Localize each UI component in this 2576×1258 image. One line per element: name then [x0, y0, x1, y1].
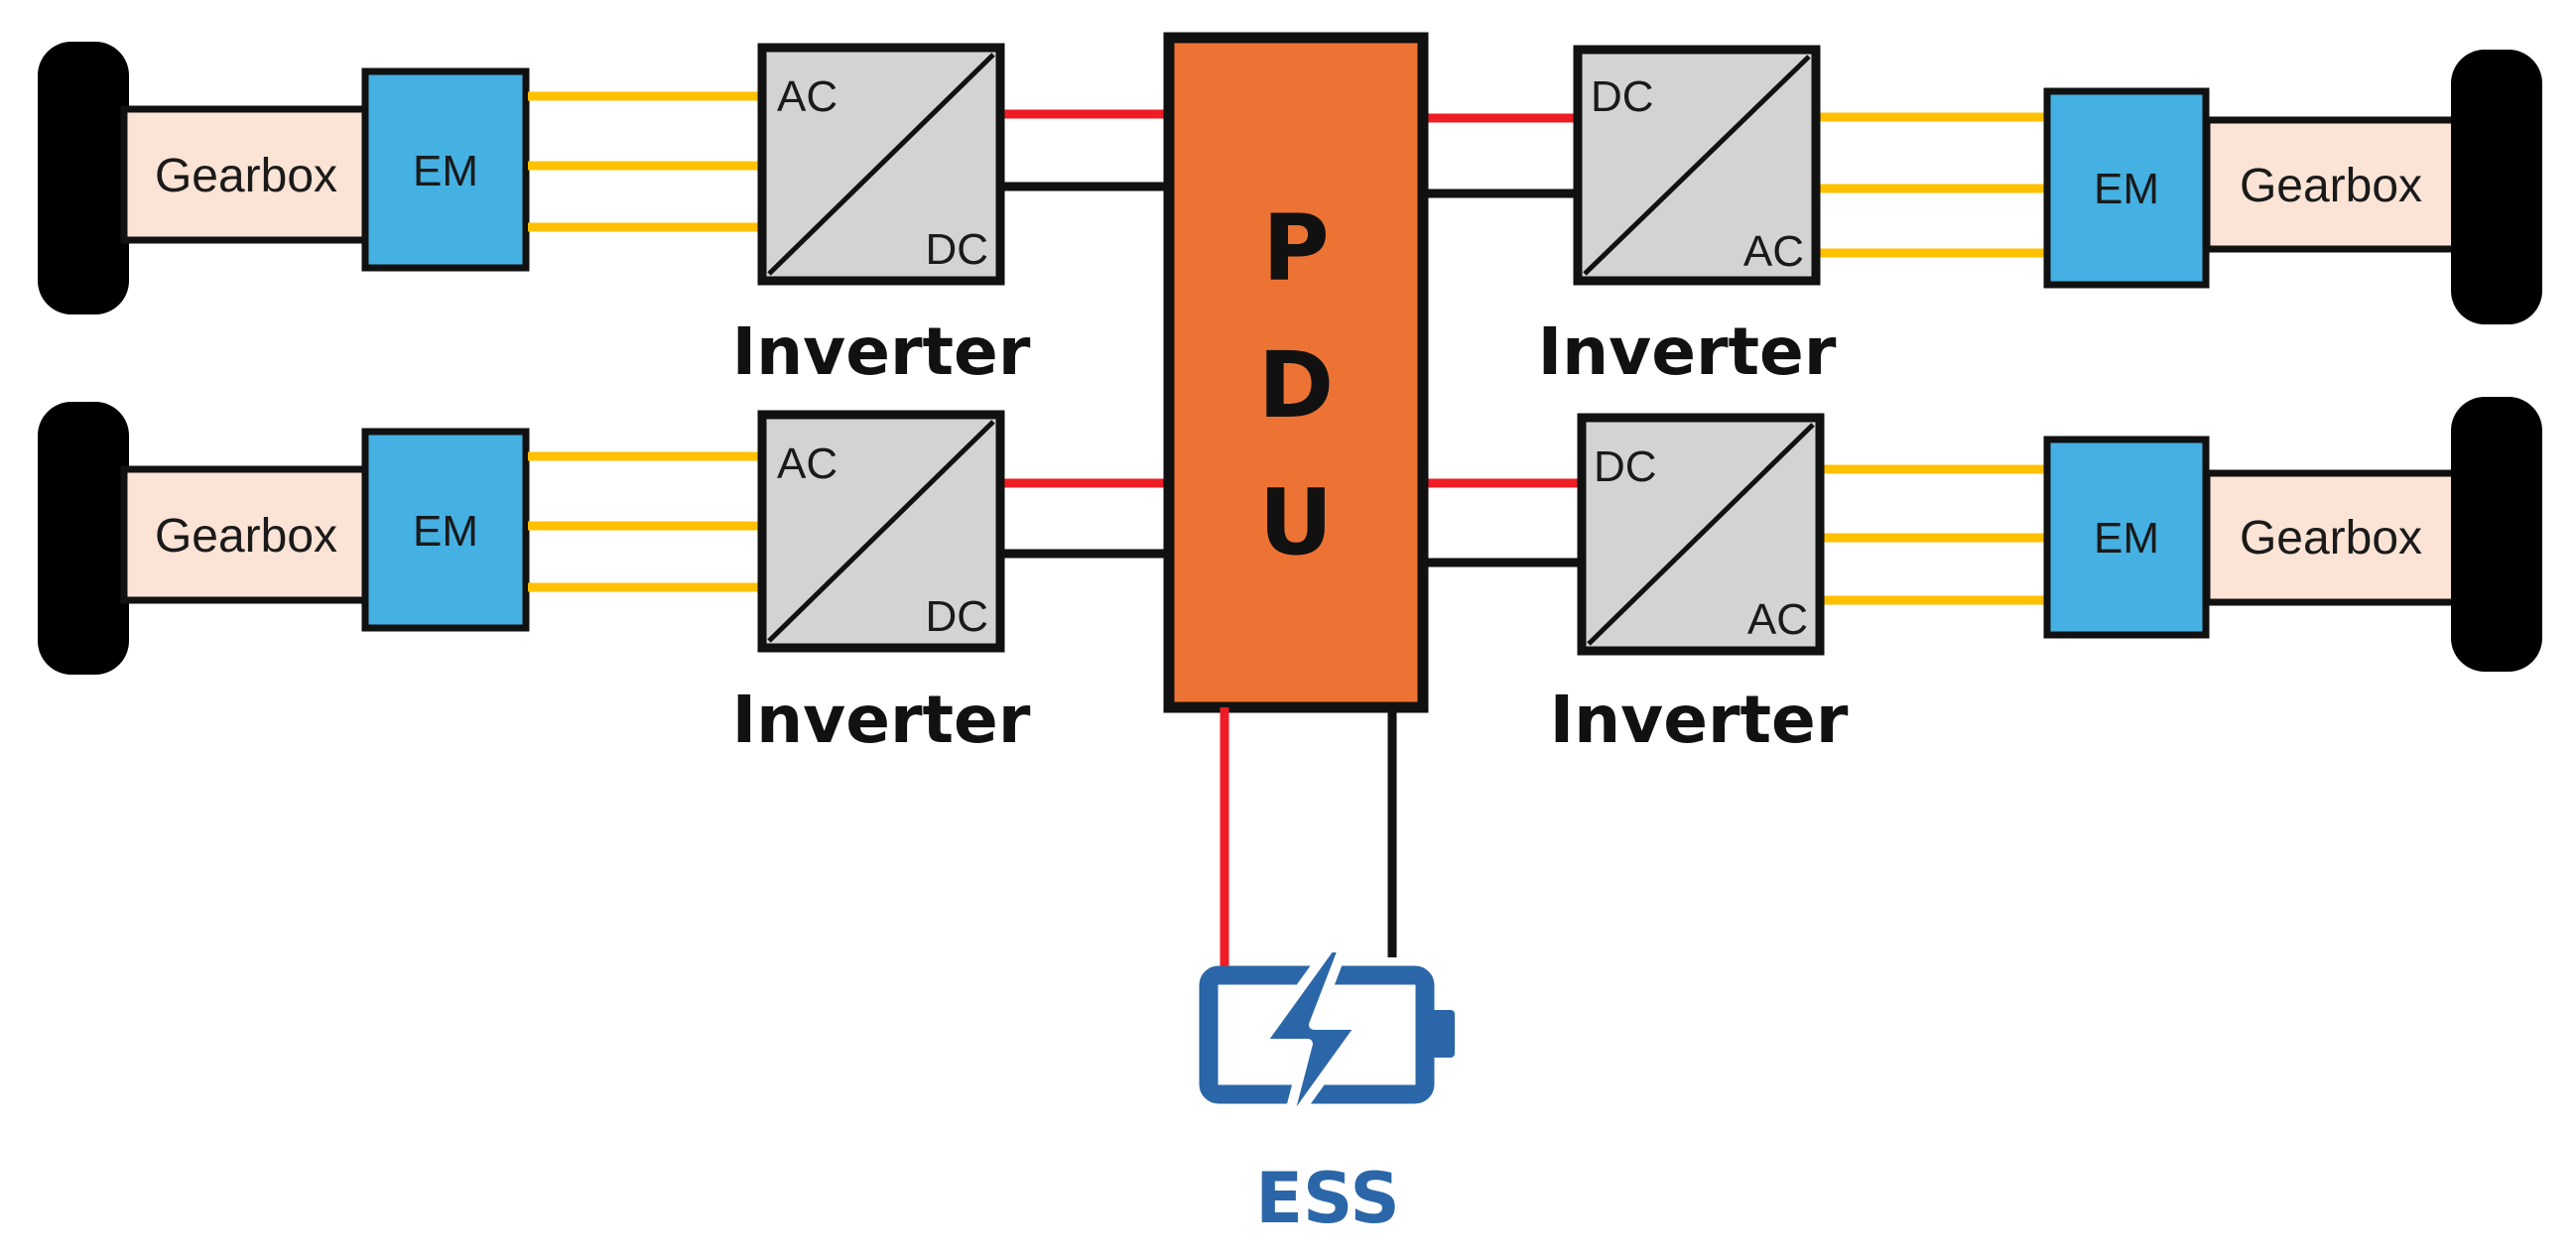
inverter-port-top: AC — [777, 72, 837, 121]
pdu-letter-u: U — [1259, 469, 1334, 575]
ac-phase-wires — [1816, 112, 2049, 258]
gearbox-label: Gearbox — [155, 510, 337, 563]
gearbox-block — [120, 465, 371, 604]
inverter-name: Inverter — [732, 314, 1031, 390]
ess-label: ESS — [1255, 1158, 1400, 1239]
inverter-name: Inverter — [1538, 314, 1837, 390]
electric-motor-label: EM — [413, 147, 478, 195]
electric-motor-label: EM — [413, 507, 478, 556]
gearbox-label: Gearbox — [155, 150, 337, 202]
electric-motor-label: EM — [2094, 514, 2159, 563]
inverter-bottom-right: DC AC Inverter — [1550, 413, 1849, 758]
inverter-port-top: DC — [1591, 72, 1654, 121]
inverter-port-bottom: DC — [925, 225, 988, 274]
inverter-port-bottom: AC — [1743, 227, 1804, 276]
electric-motor-block — [361, 428, 530, 632]
ac-phase-wires — [528, 91, 758, 232]
pdu-letter-d: D — [1258, 332, 1334, 439]
gearbox-block — [120, 105, 371, 244]
inverter-name: Inverter — [732, 682, 1031, 758]
inverter-diagonal — [767, 420, 995, 643]
gearbox-block — [2203, 116, 2459, 253]
inverter-diagonal — [1583, 55, 1811, 276]
electric-motor-block — [2043, 87, 2210, 289]
inverter-port-top: DC — [1594, 442, 1657, 491]
drivetrain-bottom-left: Gearbox EM — [38, 402, 758, 675]
inverter-top-left: AC DC Inverter — [732, 43, 1031, 390]
power-distribution-unit: P D U — [1163, 32, 1429, 713]
gearbox-label: Gearbox — [2240, 512, 2422, 565]
drivetrain-bottom-right: EM Gearbox — [1824, 397, 2542, 672]
electric-motor-block — [2043, 436, 2210, 639]
inverter-bottom-left: AC DC Inverter — [732, 410, 1031, 758]
ess-connection-wires — [1220, 707, 1397, 967]
gearbox-label: Gearbox — [2240, 160, 2422, 212]
inverter-diagonal — [1587, 423, 1815, 646]
ac-phase-wires — [1824, 464, 2049, 605]
inverter-port-bottom: AC — [1747, 595, 1808, 644]
battery-charging-icon — [1199, 943, 1455, 1136]
wheel — [2451, 50, 2542, 324]
drivetrain-top-right: EM Gearbox — [1816, 50, 2542, 324]
pdu-box — [1163, 32, 1429, 713]
wheel — [2451, 397, 2542, 672]
wheel — [38, 42, 129, 314]
ac-phase-wires — [528, 451, 758, 592]
electric-motor-block — [361, 67, 530, 272]
inverter-port-bottom: DC — [925, 592, 988, 641]
inverter-top-right: DC AC Inverter — [1538, 45, 1837, 390]
inverter-name: Inverter — [1550, 682, 1849, 758]
inverter-diagonal — [767, 53, 995, 276]
wheel — [38, 402, 129, 675]
energy-storage-system: ESS — [1199, 943, 1455, 1239]
pdu-letter-p: P — [1262, 195, 1329, 302]
electric-motor-label: EM — [2094, 165, 2159, 213]
dc-bus-wires — [1002, 109, 1586, 567]
drivetrain-top-left: Gearbox EM — [38, 42, 758, 314]
inverter-port-top: AC — [777, 440, 837, 488]
